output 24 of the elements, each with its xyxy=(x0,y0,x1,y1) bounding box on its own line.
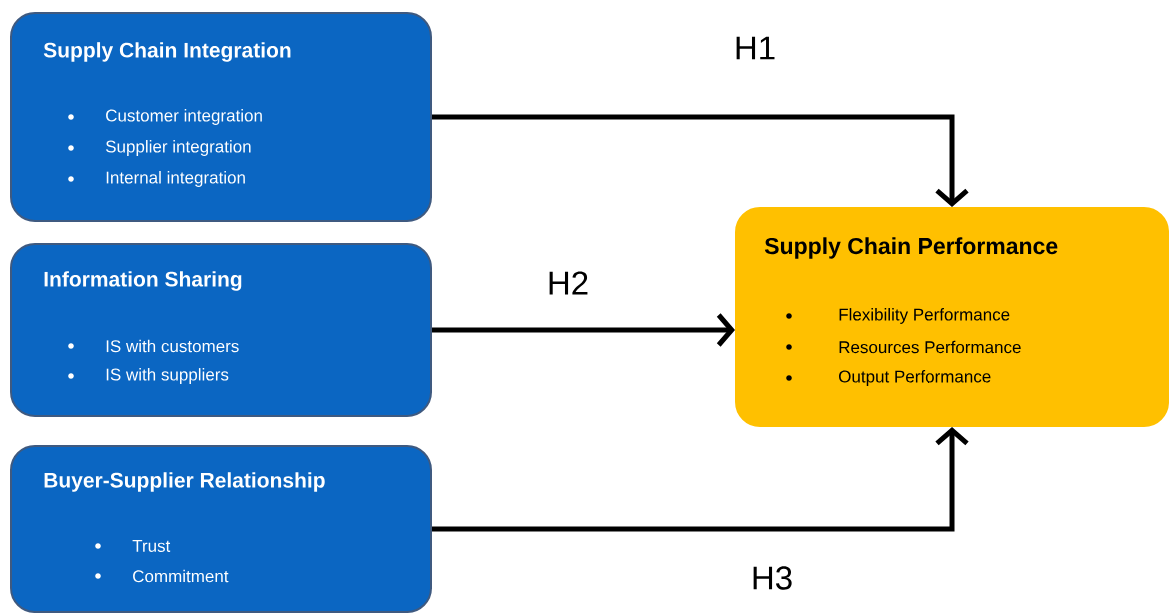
box-heading: Information Sharing xyxy=(44,271,242,291)
arrow xyxy=(432,313,735,347)
concept-box xyxy=(735,207,1169,427)
box-heading: Supply Chain Integration xyxy=(43,42,291,62)
bullet-item: Flexibility Performance xyxy=(839,308,1010,324)
bullet-item: Commitment xyxy=(133,569,229,583)
concept-box xyxy=(10,12,432,222)
bullet-item: Output Performance xyxy=(839,370,991,386)
box-heading: Buyer-Supplier Relationship xyxy=(44,472,325,492)
concept-box xyxy=(10,243,432,417)
bullet-item: Supplier integration xyxy=(105,140,251,156)
edge-label: H2 xyxy=(545,270,591,296)
arrow xyxy=(432,427,969,532)
bullet-item: Customer integration xyxy=(106,109,262,125)
bullet-item: IS with customers xyxy=(106,339,239,353)
bullet-item: IS with suppliers xyxy=(106,368,229,384)
bullet-item: Resources Performance xyxy=(839,340,1021,354)
concept-box xyxy=(10,445,432,613)
arrow xyxy=(432,114,969,207)
edge-label: H3 xyxy=(749,565,795,591)
box-heading: Supply Chain Performance xyxy=(764,237,1058,259)
edge-label: H1 xyxy=(732,35,778,61)
bullet-item: Trust xyxy=(132,540,171,552)
bullet-item: Internal integration xyxy=(106,171,245,187)
